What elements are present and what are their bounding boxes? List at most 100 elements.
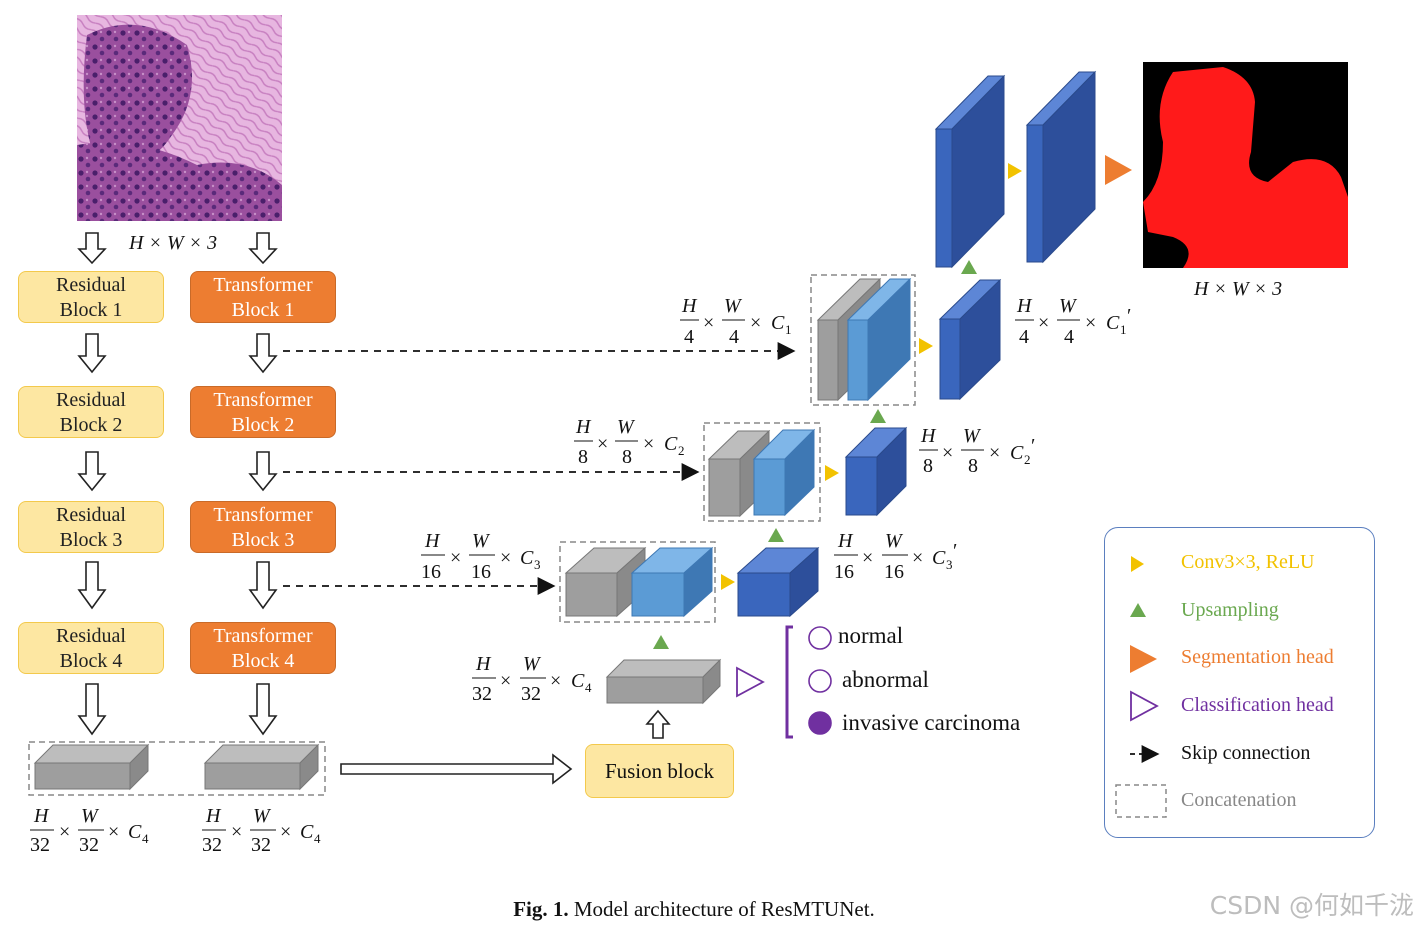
- svg-text:×: ×: [862, 547, 873, 569]
- svg-text:1: 1: [785, 322, 792, 337]
- svg-text:×: ×: [108, 821, 119, 843]
- input-histology-image: [77, 15, 282, 221]
- figure-caption: Fig. 1. Model architecture of ResMTUNet.: [0, 897, 1388, 922]
- svg-text:W: W: [472, 530, 491, 552]
- svg-text:16: 16: [471, 561, 491, 583]
- class-normal-label: normal: [838, 623, 904, 648]
- svg-text:16: 16: [834, 561, 854, 583]
- svg-text:H: H: [33, 805, 50, 827]
- svg-text:C: C: [300, 821, 314, 843]
- svg-text:4: 4: [314, 831, 321, 846]
- upsample-3: [768, 528, 784, 542]
- class-abnormal-label: abnormal: [842, 667, 929, 692]
- svg-text:×: ×: [231, 821, 242, 843]
- class-invasive-circle: [808, 711, 832, 735]
- legend-panel: [1104, 527, 1375, 838]
- input-dim-label: H × W × 3: [129, 232, 218, 254]
- svg-text:W: W: [963, 425, 982, 447]
- class-normal-circle: [808, 626, 832, 650]
- concat-box-1: [810, 274, 916, 406]
- svg-text:2: 2: [678, 443, 685, 458]
- svg-text:32: 32: [521, 683, 541, 705]
- caption-prefix: Fig. 1.: [513, 897, 569, 921]
- caption-text: Model architecture of ResMTUNet.: [568, 897, 875, 921]
- top-conv-slab-2: [1025, 70, 1097, 264]
- legend-upsample-icon: [1130, 603, 1146, 617]
- bottom-feature-cube-1: [33, 743, 150, 791]
- svg-text:′: ′: [1031, 435, 1035, 457]
- output-dim-label: H × W × 3: [1194, 278, 1283, 300]
- svg-text:H: H: [837, 530, 854, 552]
- svg-text:×: ×: [280, 821, 291, 843]
- legend-upsample-label: Upsampling: [1181, 599, 1279, 621]
- svg-text:4: 4: [729, 326, 739, 348]
- legend-conv-icon: [1131, 556, 1144, 572]
- svg-text:×: ×: [942, 442, 953, 464]
- svg-text:4: 4: [684, 326, 694, 348]
- conv-arrow-top: [1008, 163, 1022, 179]
- svg-text:8: 8: [578, 446, 588, 468]
- svg-text:×: ×: [750, 312, 761, 334]
- svg-text:32: 32: [202, 834, 222, 856]
- class-brace: [785, 625, 793, 739]
- svg-text:W: W: [724, 295, 743, 317]
- conv-arrow-1: [919, 338, 933, 354]
- class-invasive-label: invasive carcinoma: [842, 710, 1021, 735]
- concat-box-3: [559, 541, 716, 623]
- svg-text:×: ×: [1085, 312, 1096, 334]
- top-conv-slab-1: [934, 74, 1006, 269]
- svg-text:×: ×: [500, 547, 511, 569]
- svg-text:C: C: [771, 312, 785, 334]
- svg-text:×: ×: [989, 442, 1000, 464]
- svg-text:W: W: [617, 416, 636, 438]
- legend-concat-label: Concatenation: [1181, 789, 1297, 811]
- upsample-4: [653, 635, 669, 649]
- svg-text:C: C: [664, 433, 678, 455]
- svg-text:C: C: [571, 670, 585, 692]
- svg-text:H: H: [920, 425, 937, 447]
- svg-text:H: H: [575, 416, 592, 438]
- to-fusion-arrow: [340, 753, 573, 785]
- bottom-concat-box: [28, 741, 326, 796]
- svg-text:W: W: [253, 805, 272, 827]
- bottom-feature-cube-2: [203, 743, 320, 791]
- svg-text:8: 8: [923, 455, 933, 477]
- legend-seg-head-label: Segmentation head: [1181, 646, 1334, 668]
- svg-text:×: ×: [703, 312, 714, 334]
- legend-conv-label: Conv3×3, ReLU: [1181, 551, 1315, 573]
- watermark: CSDN @何如千泷: [1209, 891, 1414, 920]
- level1-blue-cube: [846, 277, 912, 402]
- fused-feature-cube: [605, 658, 722, 705]
- svg-text:C: C: [1010, 442, 1024, 464]
- conv-arrow-2: [825, 465, 839, 481]
- svg-text:′: ′: [953, 540, 957, 562]
- svg-text:W: W: [81, 805, 100, 827]
- fusion-up-arrow: [645, 709, 671, 739]
- svg-text:32: 32: [79, 834, 99, 856]
- svg-text:×: ×: [597, 433, 608, 455]
- svg-text:3: 3: [534, 557, 541, 572]
- upsample-2: [870, 409, 886, 423]
- svg-text:8: 8: [622, 446, 632, 468]
- svg-text:H: H: [205, 805, 222, 827]
- svg-text:C: C: [520, 547, 534, 569]
- svg-text:W: W: [1059, 295, 1078, 317]
- svg-text:×: ×: [550, 670, 561, 692]
- level1-decoder-cube: [938, 278, 1002, 401]
- legend-cls-head-icon: [1130, 690, 1159, 722]
- svg-text:W: W: [523, 653, 542, 675]
- svg-text:3: 3: [946, 557, 953, 572]
- upsample-1: [961, 260, 977, 274]
- segmentation-output-mask: [1143, 62, 1348, 268]
- svg-text:16: 16: [421, 561, 441, 583]
- svg-text:1: 1: [1120, 322, 1127, 337]
- class-abnormal-circle: [808, 669, 832, 693]
- legend-cls-head-label: Classification head: [1181, 694, 1334, 716]
